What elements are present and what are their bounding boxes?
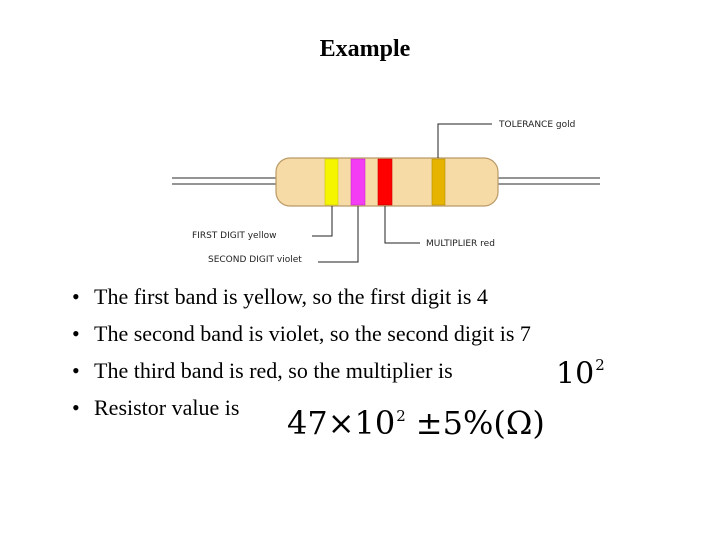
second-digit-label: SECOND DIGIT violet (208, 255, 302, 265)
list-item: • The first band is yellow, so the first … (72, 282, 531, 319)
bullet-text: Resistor value is (94, 395, 240, 420)
first-digit-label: FIRST DIGIT yellow (192, 231, 276, 241)
bullet-text: The second band is violet, so the second… (94, 321, 531, 346)
bullet-text: The third band is red, so the multiplier… (94, 358, 453, 383)
bullet-text: The first band is yellow, so the first d… (94, 284, 488, 309)
list-item: • The second band is violet, so the secon… (72, 319, 531, 356)
resistor-leads (172, 177, 600, 185)
first-band (324, 158, 339, 206)
multiplier-base: 10 (556, 356, 595, 392)
value-exponent: 2 (396, 406, 406, 425)
multiplier-formula: 102 (556, 356, 605, 392)
bullet-icon: • (72, 321, 80, 346)
bullet-icon: • (72, 395, 80, 420)
leader-lines (312, 123, 492, 263)
value-main: 47×10 (287, 404, 396, 442)
tolerance-band (431, 158, 446, 206)
value-tail: ±5%(Ω) (415, 404, 545, 442)
multiplier-label: MULTIPLIER red (426, 239, 495, 249)
second-band (350, 158, 366, 206)
bullet-icon: • (72, 284, 80, 309)
resistor-value-formula: 47×102 ±5%(Ω) (287, 404, 545, 442)
tolerance-label: TOLERANCE gold (498, 120, 575, 130)
list-item: • Resistor value is (72, 393, 531, 430)
bullet-icon: • (72, 358, 80, 383)
third-band (377, 158, 393, 206)
bullet-list: • The first band is yellow, so the first … (72, 282, 531, 430)
list-item: • The third band is red, so the multiplie… (72, 356, 531, 393)
multiplier-exponent: 2 (595, 356, 605, 374)
page-title: Example (319, 36, 411, 62)
